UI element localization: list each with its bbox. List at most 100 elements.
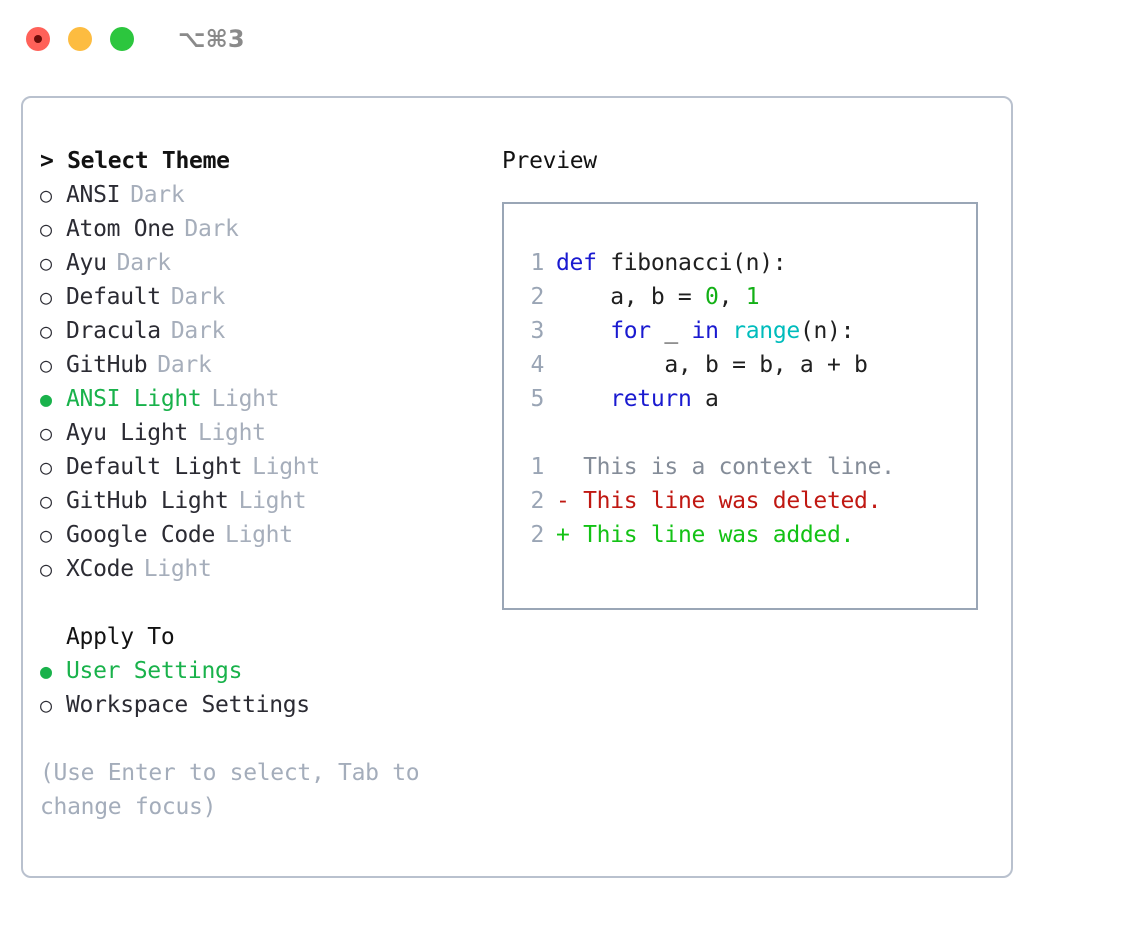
apply-to-name: User Settings [66,658,243,684]
theme-variant-tag: Dark [170,318,226,344]
code-token: _ [650,318,692,344]
line-number: 1 [530,250,544,276]
diff-marker: - [556,488,584,514]
theme-name: Default [66,284,161,310]
line-number: 2 [530,284,544,310]
preview-header: Preview [502,148,597,174]
code-line: 5 return a [516,382,976,416]
theme-name: ANSI [66,182,121,208]
code-line: 1 def fibonacci(n): [516,246,976,280]
theme-variant-tag: Dark [157,352,212,378]
theme-option-atom-one[interactable]: ○ Atom One Dark [40,212,485,246]
theme-option-google-code[interactable]: ○ Google Code Light [40,518,485,552]
minimize-button[interactable] [68,27,92,51]
radio-unselected-icon: ○ [40,217,52,241]
code-token: for [610,318,651,344]
theme-option-default[interactable]: ○ Default Dark [40,280,485,314]
theme-variant-tag: Dark [130,182,185,208]
radio-unselected-icon: ○ [40,183,52,207]
diff-text: This is a context line. [583,454,895,480]
radio-selected-icon: ● [40,387,52,411]
radio-unselected-icon: ○ [40,285,52,309]
diff-text: This line was added. [583,522,855,548]
code-token: fibonacci(n): [610,250,787,276]
radio-unselected-icon: ○ [40,319,52,343]
theme-option-ansi[interactable]: ○ ANSI Dark [40,178,485,212]
theme-option-dracula[interactable]: ○ Dracula Dark [40,314,485,348]
code-token [556,318,610,344]
apply-to-list: ● User Settings ○ Workspace Settings [40,654,485,722]
theme-option-xcode[interactable]: ○ XCode Light [40,552,485,586]
traffic-lights [26,27,134,51]
theme-variant-tag: Light [143,556,212,582]
line-number: 5 [530,386,544,412]
code-line: 3 for _ in range(n): [516,314,976,348]
title-bar: ⌥⌘3 [0,0,1140,78]
code-token: return [610,386,692,412]
theme-name: GitHub [66,352,148,378]
diff-line-ctx: 1 This is a context line. [516,450,976,484]
apply-to-option-user-settings[interactable]: ● User Settings [40,654,485,688]
code-token [556,386,610,412]
radio-unselected-icon: ○ [40,557,52,581]
theme-name: Google Code [66,522,216,548]
theme-variant-tag: Light [225,522,293,548]
theme-name: Default Light [66,454,243,480]
radio-unselected-icon: ○ [40,455,52,479]
theme-name: Ayu Light [66,420,188,446]
line-number: 2 [530,522,544,548]
code-token: 0 [705,284,719,310]
theme-variant-tag: Dark [170,284,226,310]
diff-sample: 1 This is a context line.2- This line wa… [516,450,976,552]
code-token: a [691,386,719,412]
radio-unselected-icon: ○ [40,693,52,717]
diff-line-del: 2- This line was deleted. [516,484,976,518]
theme-variant-tag: Dark [184,216,239,242]
close-icon [34,35,42,43]
line-number: 4 [530,352,544,378]
select-theme-header: > Select Theme [40,148,230,174]
code-token: a, b = b, a + b [556,352,868,378]
diff-text: This line was deleted. [583,488,882,514]
apply-to-option-workspace-settings[interactable]: ○ Workspace Settings [40,688,485,722]
theme-variant-tag: Light [252,454,320,480]
radio-unselected-icon: ○ [40,523,52,547]
theme-variant-tag: Dark [116,250,172,276]
code-token: (n): [799,318,855,344]
theme-variant-tag: Light [238,488,307,514]
radio-unselected-icon: ○ [40,251,52,275]
theme-name: Dracula [66,318,161,344]
code-token: def [556,250,611,276]
diff-line-add: 2 + This line was added. [516,518,976,552]
code-token [719,318,733,344]
code-line: 4 a, b = b, a + b [516,348,976,382]
radio-selected-icon: ● [40,659,52,683]
radio-unselected-icon: ○ [40,489,52,513]
diff-marker: + [556,522,584,548]
theme-variant-tag: Light [197,420,266,446]
code-token: a, b = [556,284,706,310]
theme-option-default-light[interactable]: ○ Default Light Light [40,450,485,484]
line-number: 3 [530,318,544,344]
close-button[interactable] [26,27,50,51]
diff-marker [556,454,583,480]
theme-name: XCode [66,556,134,582]
apply-to-name: Workspace Settings [66,692,310,718]
code-line: 2 a, b = 0, 1 [516,280,976,314]
code-token: , [718,284,746,310]
code-token: 1 [745,284,760,310]
theme-name: Atom One [66,216,175,242]
maximize-button[interactable] [110,27,134,51]
theme-variant-tag: Light [211,386,280,412]
keyboard-shortcut-label: ⌥⌘3 [178,25,245,53]
